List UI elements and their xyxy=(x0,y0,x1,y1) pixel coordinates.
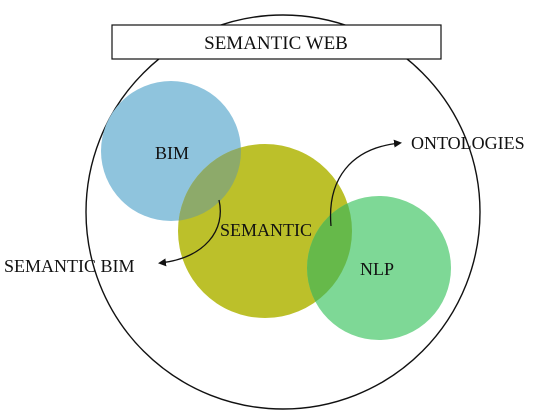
semantic-label: SEMANTIC xyxy=(220,220,312,240)
bim-label: BIM xyxy=(155,143,189,163)
ontologies-arrow xyxy=(329,139,402,227)
bim-semantic-overlap xyxy=(178,144,241,221)
semantic-web-boundary-circle xyxy=(85,14,481,410)
semantic-bim-label: SEMANTIC BIM xyxy=(4,256,135,276)
diagram-title: SEMANTIC WEB xyxy=(204,33,348,54)
title-box xyxy=(111,24,442,60)
nlp-label: NLP xyxy=(360,259,394,279)
semantic-bim-arrow xyxy=(158,199,221,267)
ontologies-label: ONTOLOGIES xyxy=(411,133,525,153)
